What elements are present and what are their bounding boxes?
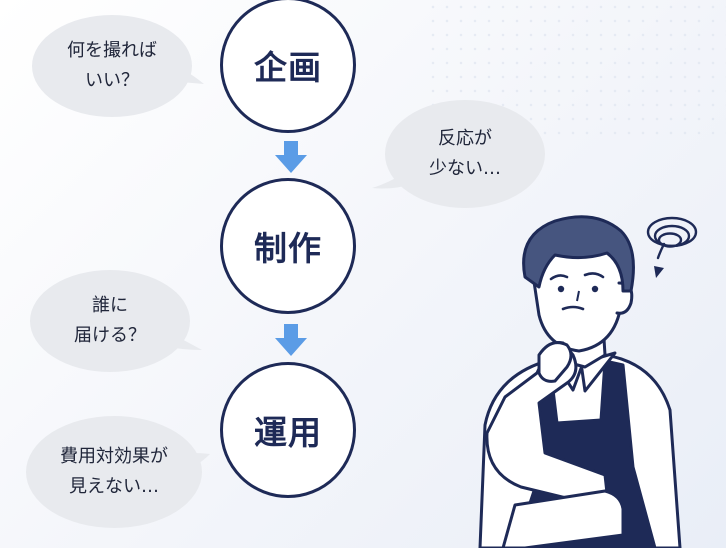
step-production: 制作 [220,178,356,314]
bubble-line: 届ける？ [74,325,146,346]
bubble-line: 費用対効果が [60,446,168,467]
concern-bubble-low-response: 反応が 少ない… [385,100,545,208]
concern-bubble-cost-effectiveness: 費用対効果が 見えない… [26,416,202,528]
step-production-label: 制作 [254,229,322,268]
confusion-spiral-icon [646,216,698,278]
step-planning: 企画 [220,0,356,133]
bubble-line: 見えない… [69,476,159,497]
bubble-line: いい？ [85,70,139,91]
down-arrow-icon [275,141,307,173]
concern-bubble-target-audience: 誰に 届ける？ [30,270,190,372]
thinking-person-illustration [478,215,682,548]
step-planning-label: 企画 [254,48,322,87]
bubble-line: 何を撮れば [67,40,157,61]
step-operation: 運用 [220,362,356,498]
concern-bubble-what-to-shoot: 何を撮れば いい？ [32,15,192,117]
bubble-line: 少ない… [429,158,501,179]
down-arrow-icon [275,324,307,356]
bubble-line: 誰に [92,295,128,316]
step-operation-label: 運用 [254,413,322,452]
bubble-line: 反応が [438,128,492,149]
